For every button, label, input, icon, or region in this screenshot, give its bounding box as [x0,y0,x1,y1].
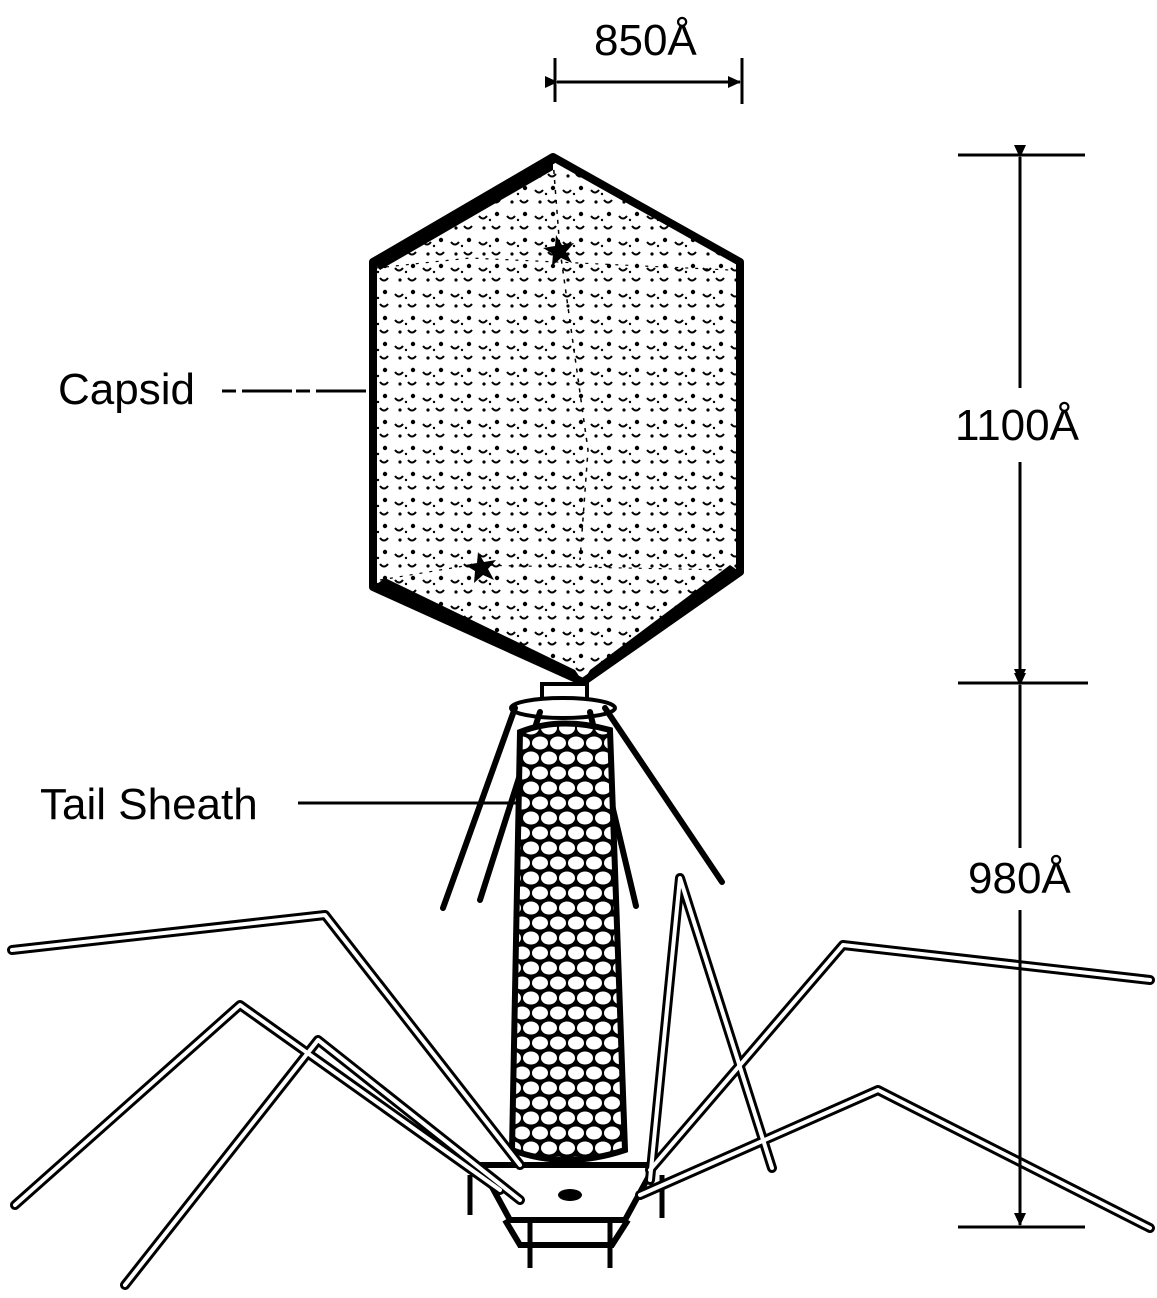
head-width-dimension: 850Å [555,16,742,104]
capsid-head [373,157,740,682]
tail-sheath-label: Tail Sheath [40,780,258,829]
capsid-label-group: Capsid [58,365,376,414]
head-length-value: 1100Å [955,401,1080,450]
head-length-dimension: 1100Å [955,155,1088,683]
tail-sheath [512,723,625,1160]
head-width-value: 850Å [594,16,697,65]
collar [511,684,615,718]
tail-sheath-label-group: Tail Sheath [40,780,518,829]
tail-length-value: 980Å [968,854,1071,903]
capsid-label: Capsid [58,365,195,414]
